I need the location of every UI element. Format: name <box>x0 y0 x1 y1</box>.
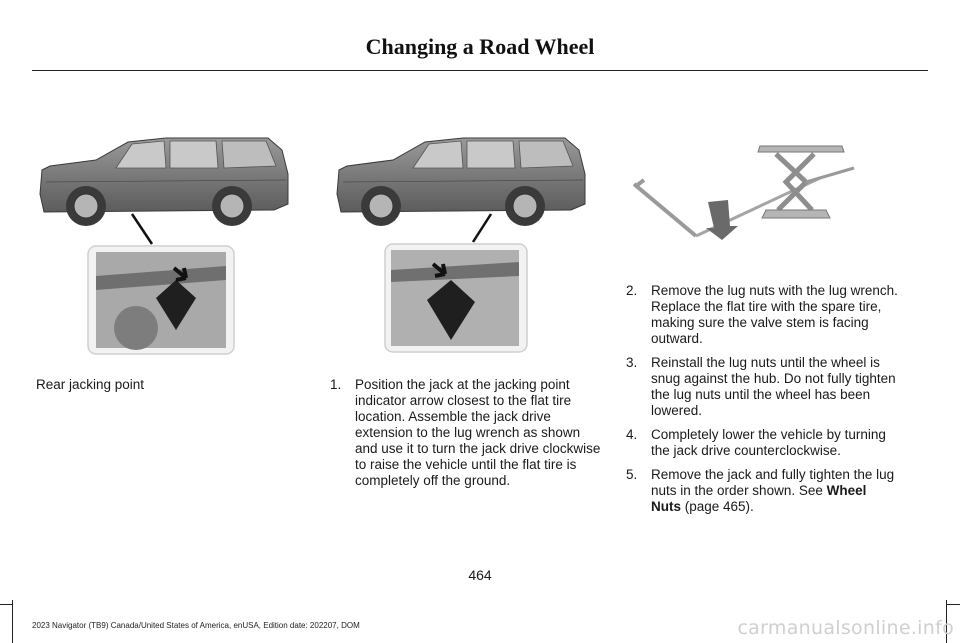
jack-position-figure <box>336 137 586 353</box>
page-title: Changing a Road Wheel <box>365 34 595 59</box>
step-number: 4. <box>626 427 638 442</box>
step-item: 2. Remove the lug nuts with the lug wren… <box>626 283 898 347</box>
step-number: 1. <box>330 377 342 392</box>
jacking-point-inset <box>87 245 235 355</box>
step-text: Remove the lug nuts with the lug wrench.… <box>651 283 898 346</box>
suv-illustration <box>39 137 289 226</box>
crop-mark <box>946 600 947 643</box>
crop-mark <box>12 600 13 643</box>
crop-mark <box>0 604 12 605</box>
step-number: 2. <box>626 283 638 298</box>
step-text-after: (page 465). <box>681 499 754 514</box>
step-text: Completely lower the vehicle by turning … <box>651 427 886 458</box>
step-item: 4. Completely lower the vehicle by turni… <box>626 427 898 459</box>
suv-illustration <box>336 137 586 226</box>
step-item: 1. Position the jack at the jacking poin… <box>330 377 602 489</box>
figure-caption: Rear jacking point <box>36 377 145 392</box>
rear-jacking-point-figure <box>39 137 289 355</box>
step-item: 3. Reinstall the lug nuts until the whee… <box>626 355 898 419</box>
page-number: 464 <box>468 567 492 583</box>
step-text: Position the jack at the jacking point i… <box>355 377 601 488</box>
jack-wrench-figure <box>632 145 855 240</box>
rotation-arrow-icon <box>706 200 738 240</box>
crop-mark <box>947 604 960 605</box>
wheel-nuts-link[interactable]: Wheel Nuts <box>651 483 867 514</box>
step-number: 5. <box>626 467 638 482</box>
step-number: 3. <box>626 355 638 370</box>
scissor-jack-illustration <box>757 145 855 219</box>
jack-inset <box>384 243 528 353</box>
watermark: carmanualsonline.info <box>737 617 954 639</box>
steps-column-3: 2. Remove the lug nuts with the lug wren… <box>626 283 898 523</box>
step-text: Reinstall the lug nuts until the wheel i… <box>651 355 896 418</box>
page-footer: 2023 Navigator (TB9) Canada/United State… <box>32 621 360 630</box>
title-rule <box>32 70 928 71</box>
steps-column-2: 1. Position the jack at the jacking poin… <box>330 377 602 497</box>
step-item: 5. Remove the jack and fully tighten the… <box>626 467 898 515</box>
step-text-before: Remove the jack and fully tighten the lu… <box>651 467 895 498</box>
